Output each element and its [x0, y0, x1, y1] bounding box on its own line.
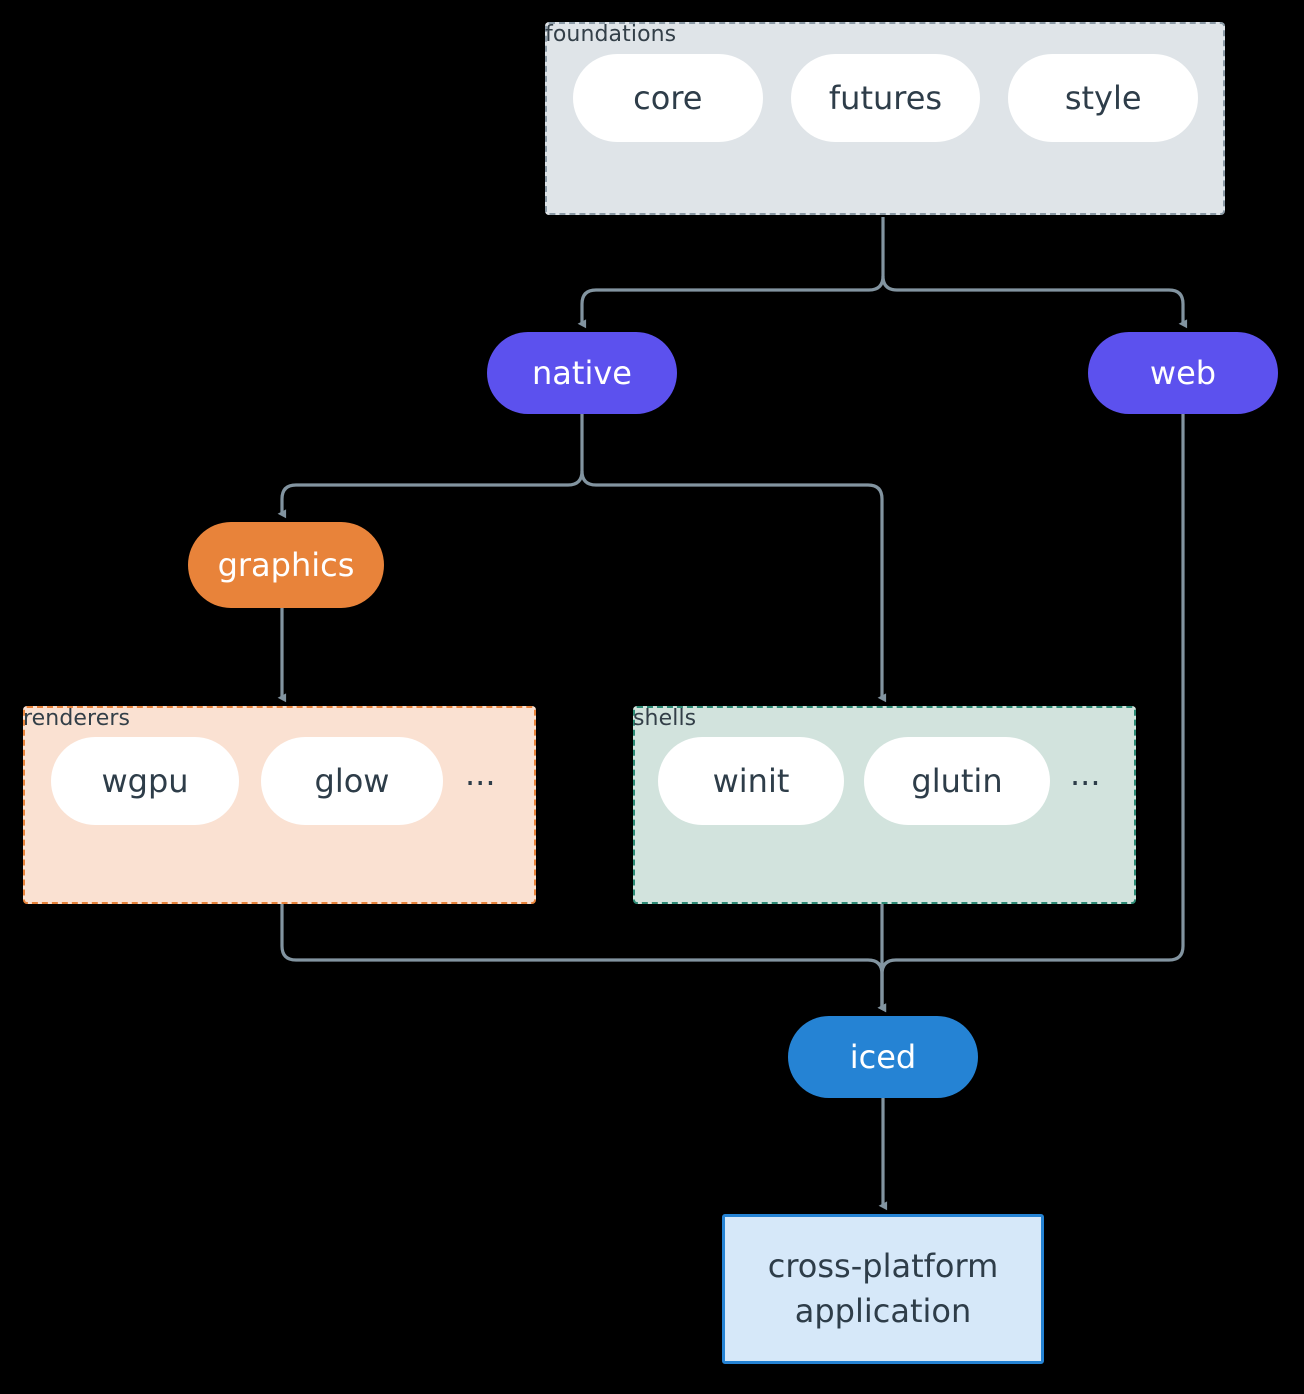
node-graphics[interactable]: graphics	[188, 522, 384, 608]
edge-foundations-native	[577, 217, 885, 329]
group-renderers-label: renderers	[23, 706, 131, 731]
edge-native-shells	[580, 470, 887, 703]
pill-wgpu-label: wgpu	[101, 762, 189, 800]
pill-winit-label: winit	[712, 762, 790, 800]
group-renderers-items: wgpu glow ...	[51, 737, 521, 825]
shells-ellipsis: ...	[1070, 755, 1101, 793]
pill-futures-label: futures	[828, 79, 943, 117]
group-foundations-items: core futures style	[573, 54, 1199, 142]
edge-web-iced	[877, 414, 1185, 1013]
pill-core-label: core	[633, 79, 703, 117]
edge-native-graphics	[277, 414, 584, 519]
renderers-ellipsis: ...	[465, 755, 496, 793]
pill-core[interactable]: core	[573, 54, 763, 142]
group-foundations-label: foundations	[545, 22, 677, 47]
node-graphics-label: graphics	[217, 546, 355, 584]
pill-glutin-label: glutin	[911, 762, 1003, 800]
pill-glow[interactable]: glow	[261, 737, 443, 825]
group-shells-items: winit glutin ...	[658, 737, 1126, 825]
node-cross-platform-application[interactable]: cross-platform application	[722, 1214, 1044, 1364]
edge-foundations-web	[881, 275, 1188, 329]
application-label-line2: application	[794, 1292, 972, 1330]
group-shells-label: shells	[633, 706, 697, 731]
pill-glow-label: glow	[314, 762, 390, 800]
node-native[interactable]: native	[487, 332, 677, 414]
node-web-label: web	[1149, 354, 1217, 392]
node-web[interactable]: web	[1088, 332, 1278, 414]
pill-style[interactable]: style	[1008, 54, 1199, 142]
pill-style-label: style	[1064, 79, 1142, 117]
pill-futures[interactable]: futures	[790, 54, 981, 142]
pill-glutin[interactable]: glutin	[864, 737, 1050, 825]
node-native-label: native	[532, 354, 632, 392]
edge-renderers-iced	[280, 904, 887, 1013]
application-label-line1: cross-platform	[767, 1246, 999, 1285]
pill-wgpu[interactable]: wgpu	[51, 737, 239, 825]
pill-winit[interactable]: winit	[658, 737, 844, 825]
node-iced[interactable]: iced	[788, 1016, 978, 1098]
node-iced-label: iced	[849, 1038, 917, 1076]
